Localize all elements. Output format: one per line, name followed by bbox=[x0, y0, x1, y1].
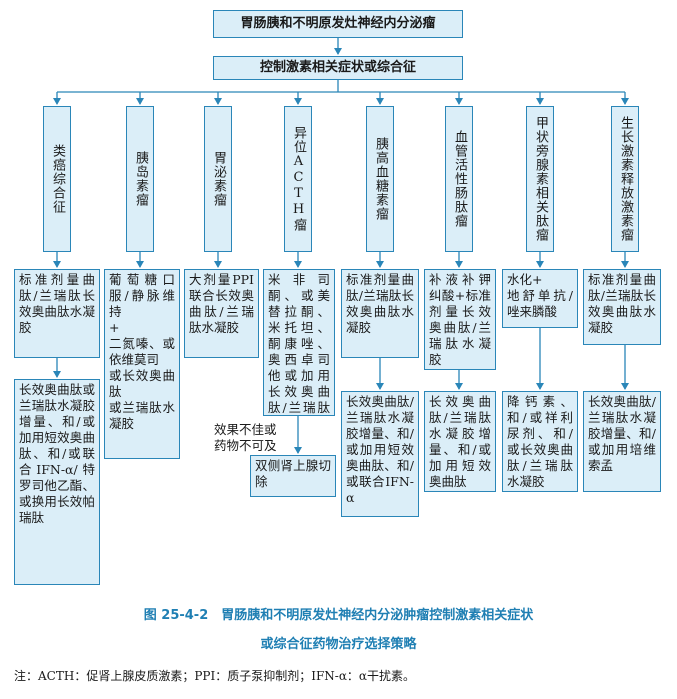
escalation-note: 效果不佳或 药物不可及 bbox=[214, 422, 277, 453]
type-ghrh-tumor: 生长激素释放激素瘤 bbox=[611, 106, 639, 252]
second-line-pthrp: 降钙素、和/或祥利尿剂、和/或长效奥曲肽/兰瑞肽水凝胶 bbox=[502, 391, 578, 492]
type-gastrinoma: 胃泌素瘤 bbox=[204, 106, 232, 252]
type-carcinoid-syndrome: 类癌综合征 bbox=[43, 106, 71, 252]
type-vipoma: 血管活性肠肽瘤 bbox=[445, 106, 473, 252]
second-line-ghrh: 长效奥曲肽/兰瑞肽水凝胶增量、和/或加用培维索孟 bbox=[583, 391, 661, 492]
second-line-vipoma: 长效奥曲肽/兰瑞肽水凝胶增量、和/或加用短效奥曲肽 bbox=[424, 391, 496, 492]
second-line-glucagonoma: 长效奥曲肽/兰瑞肽水凝胶增量、和/或加用短效奥曲肽、和/或联合IFN-α bbox=[341, 391, 419, 517]
first-line-glucagonoma: 标准剂量曲肽/兰瑞肽长效奥曲肽水凝胶 bbox=[341, 269, 419, 358]
first-line-gastrinoma: 大剂量PPI联合长效奥曲肽/兰瑞肽水凝胶 bbox=[184, 269, 259, 358]
second-line-carcinoid: 长效奥曲肽或兰瑞肽水凝胶增量、和/或加用短效奥曲肽、和/或联合IFN-α/特罗司… bbox=[14, 379, 100, 585]
root-node: 胃肠胰和不明原发灶神经内分泌瘤 bbox=[213, 10, 463, 38]
symptom-control-node: 控制激素相关症状或综合征 bbox=[213, 56, 463, 80]
figure-caption-line1: 图 25-4-2 胃肠胰和不明原发灶神经内分泌肿瘤控制激素相关症状 bbox=[143, 608, 534, 623]
first-line-ectopic-acth: 米非司酮、或美替拉酮、米托坦、酮康唑、奥西卓司他或加用长效奥曲肽/兰瑞肽水凝胶 bbox=[263, 269, 335, 416]
type-insulinoma: 胰岛素瘤 bbox=[126, 106, 154, 252]
footnote: 注：ACTH：促肾上腺皮质激素；PPI：质子泵抑制剂；IFN-α：α干扰素。 bbox=[14, 669, 416, 683]
first-line-vipoma: 补液补钾纠酸+标准剂量长效奥曲肽/兰瑞肽水凝胶 bbox=[424, 269, 496, 370]
first-line-insulinoma: 葡萄糖口服/静脉维持 + 二氮嗪、或依维莫司 或长效奥曲肽 或兰瑞肽水凝胶 bbox=[104, 269, 180, 459]
type-ectopic-acth: 异位ACTH瘤 bbox=[284, 106, 312, 252]
second-line-ectopic-acth: 双侧肾上腺切除 bbox=[250, 455, 336, 497]
first-line-carcinoid: 标准剂量曲肽/兰瑞肽长效奥曲肽水凝胶 bbox=[14, 269, 100, 358]
first-line-pthrp: 水化+ 地舒单抗/唑来膦酸 bbox=[502, 269, 578, 328]
type-glucagonoma: 胰高血糖素瘤 bbox=[366, 106, 394, 252]
first-line-ghrh: 标准剂量曲肽/兰瑞肽长效奥曲肽水凝胶 bbox=[583, 269, 661, 345]
type-pthrp-tumor: 甲状旁腺素相关肽瘤 bbox=[526, 106, 554, 252]
figure-caption-line2: 或综合征药物治疗选择策略 bbox=[260, 637, 417, 652]
